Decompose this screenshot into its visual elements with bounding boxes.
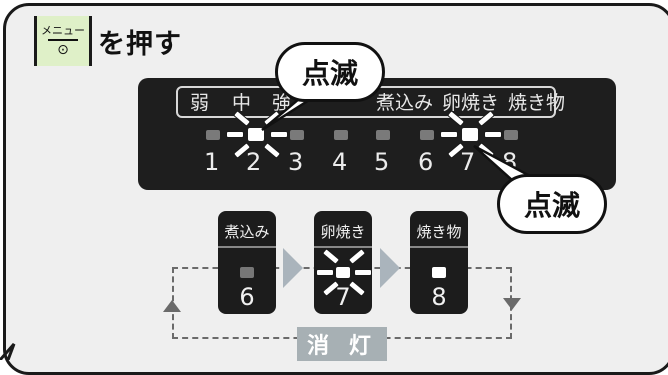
blink-ray	[270, 131, 288, 138]
arrow-down-icon	[503, 298, 521, 310]
page-corner-decoration	[0, 343, 16, 360]
blink-ray	[440, 131, 458, 138]
level-number-7: 7	[460, 148, 476, 176]
led-3	[290, 130, 304, 140]
off-label: 消 灯	[297, 327, 387, 361]
led-1	[206, 130, 220, 140]
step-instruction: メニュー ⊙ を押す	[34, 16, 182, 66]
level-number-2: 2	[246, 148, 262, 176]
label-tamagoyaki: 卵焼き	[442, 92, 500, 114]
mode-label: 卵焼き	[314, 221, 372, 248]
arrow-right-icon	[283, 248, 303, 288]
blink-ray	[316, 269, 334, 276]
blink-ray	[226, 131, 244, 138]
label-weak: 弱	[190, 92, 210, 114]
blink-ray	[476, 142, 496, 159]
label-medium: 中	[232, 92, 252, 114]
mode-number: 6	[239, 283, 255, 311]
mode-number: 8	[431, 283, 447, 311]
label-nikomi: 煮込み	[376, 92, 434, 114]
mode-led	[432, 267, 446, 278]
blink-ray	[484, 131, 502, 138]
blink-ray	[354, 269, 372, 276]
led-8	[504, 130, 518, 140]
menu-button-divider	[48, 39, 78, 41]
blink-callout-upper: 点滅	[275, 42, 385, 102]
arrow-up-icon	[163, 300, 181, 312]
level-number-3: 3	[288, 148, 304, 176]
mode-button-yakimono[interactable]: 焼き物 8	[410, 211, 468, 314]
blink-ray	[347, 248, 367, 265]
label-yakimono: 焼き物	[508, 92, 566, 114]
blink-ray	[321, 248, 341, 265]
led-5	[376, 130, 390, 140]
blink-callout-lower: 点滅	[497, 174, 607, 234]
level-number-6: 6	[418, 148, 434, 176]
mode-button-tamagoyaki[interactable]: 卵焼き 7	[314, 211, 372, 314]
led-7	[462, 128, 478, 141]
mode-button-nikomi[interactable]: 煮込み 6	[218, 211, 276, 314]
level-number-4: 4	[332, 148, 348, 176]
level-number-1: 1	[204, 148, 220, 176]
mode-led	[336, 267, 350, 278]
clock-icon: ⊙	[57, 42, 69, 58]
mode-label: 煮込み	[218, 221, 276, 248]
led-6	[420, 130, 434, 140]
level-number-8: 8	[502, 148, 518, 176]
arrow-right-icon	[380, 248, 400, 288]
led-2	[248, 128, 264, 141]
blink-ray	[262, 142, 282, 159]
mode-led	[240, 267, 254, 278]
menu-timer-button[interactable]: メニュー ⊙	[34, 16, 92, 66]
step-text: を押す	[98, 28, 182, 60]
level-number-5: 5	[374, 148, 390, 176]
menu-button-label: メニュー	[41, 24, 85, 37]
mode-number: 7	[335, 283, 351, 311]
led-4	[334, 130, 348, 140]
mode-label: 焼き物	[410, 221, 468, 248]
